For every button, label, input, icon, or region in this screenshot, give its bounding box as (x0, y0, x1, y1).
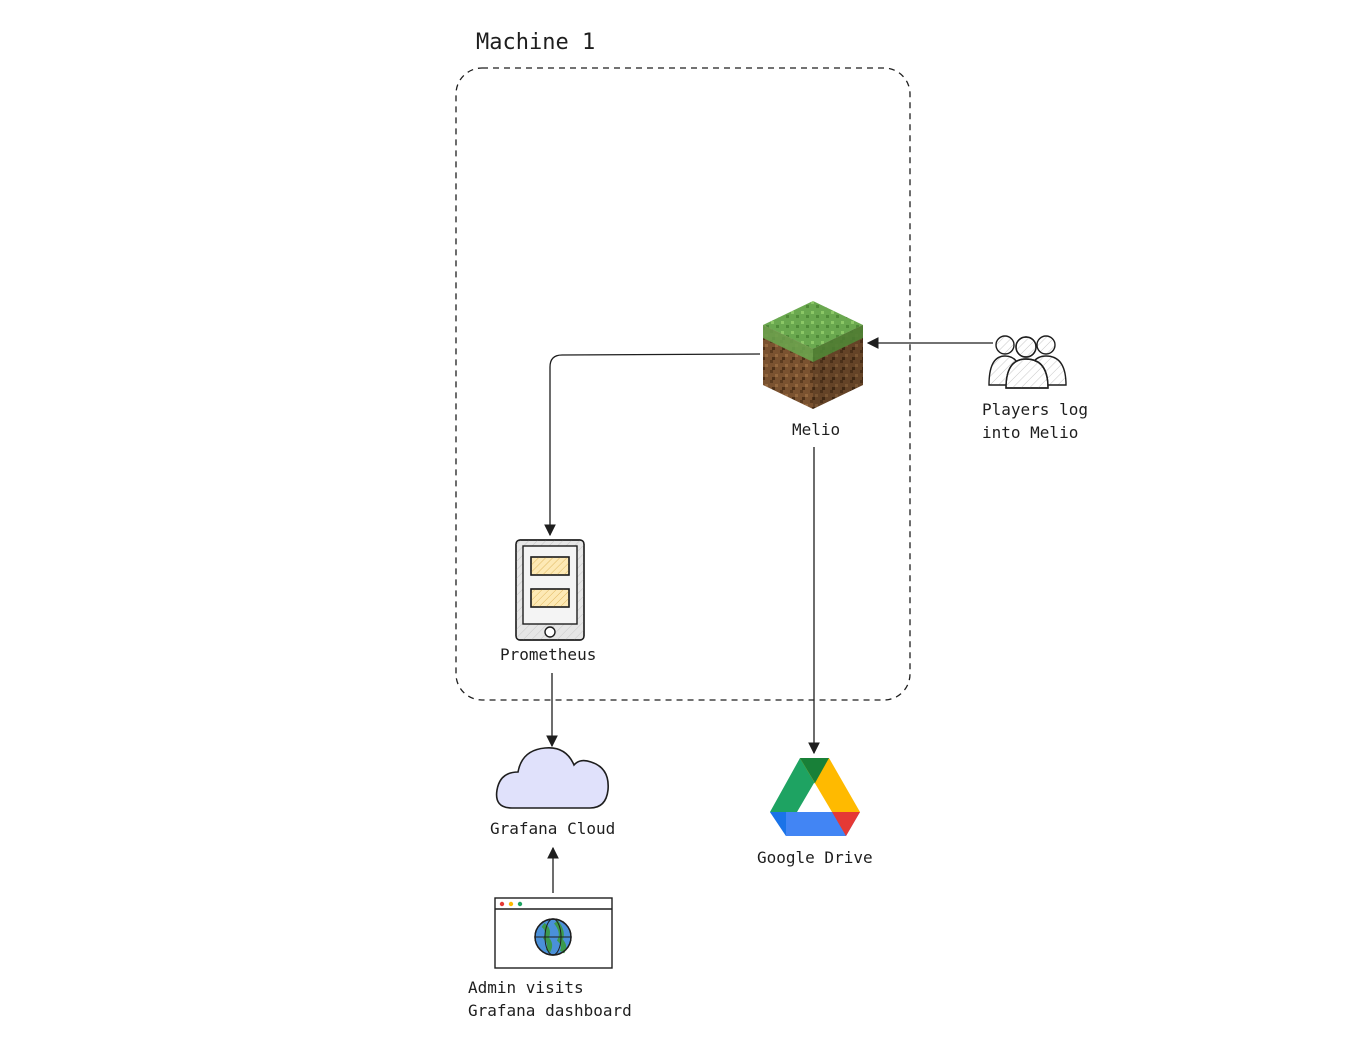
browser-globe-icon[interactable] (494, 897, 613, 969)
users-group-icon[interactable] (988, 335, 1067, 389)
grafana-cloud-label: Grafana Cloud (490, 819, 616, 838)
edge-melio-to-prometheus (544, 353, 761, 537)
minecraft-grass-block-icon[interactable] (763, 301, 863, 409)
admin-label-line1: Admin visits (468, 978, 584, 997)
admin-label-line2: Grafana dashboard (468, 1001, 632, 1020)
players-label-line2: into Melio (982, 423, 1079, 442)
prometheus-label: Prometheus (500, 645, 597, 664)
tablet-device-icon[interactable] (515, 539, 585, 641)
melio-label: Melio (792, 420, 841, 439)
google-drive-label: Google Drive (757, 848, 873, 867)
group-title: Machine 1 (476, 30, 596, 55)
players-label-line1: Players log (982, 400, 1088, 419)
machine-group-border (455, 67, 911, 701)
google-drive-icon[interactable] (770, 758, 860, 836)
cloud-icon[interactable] (495, 747, 609, 809)
